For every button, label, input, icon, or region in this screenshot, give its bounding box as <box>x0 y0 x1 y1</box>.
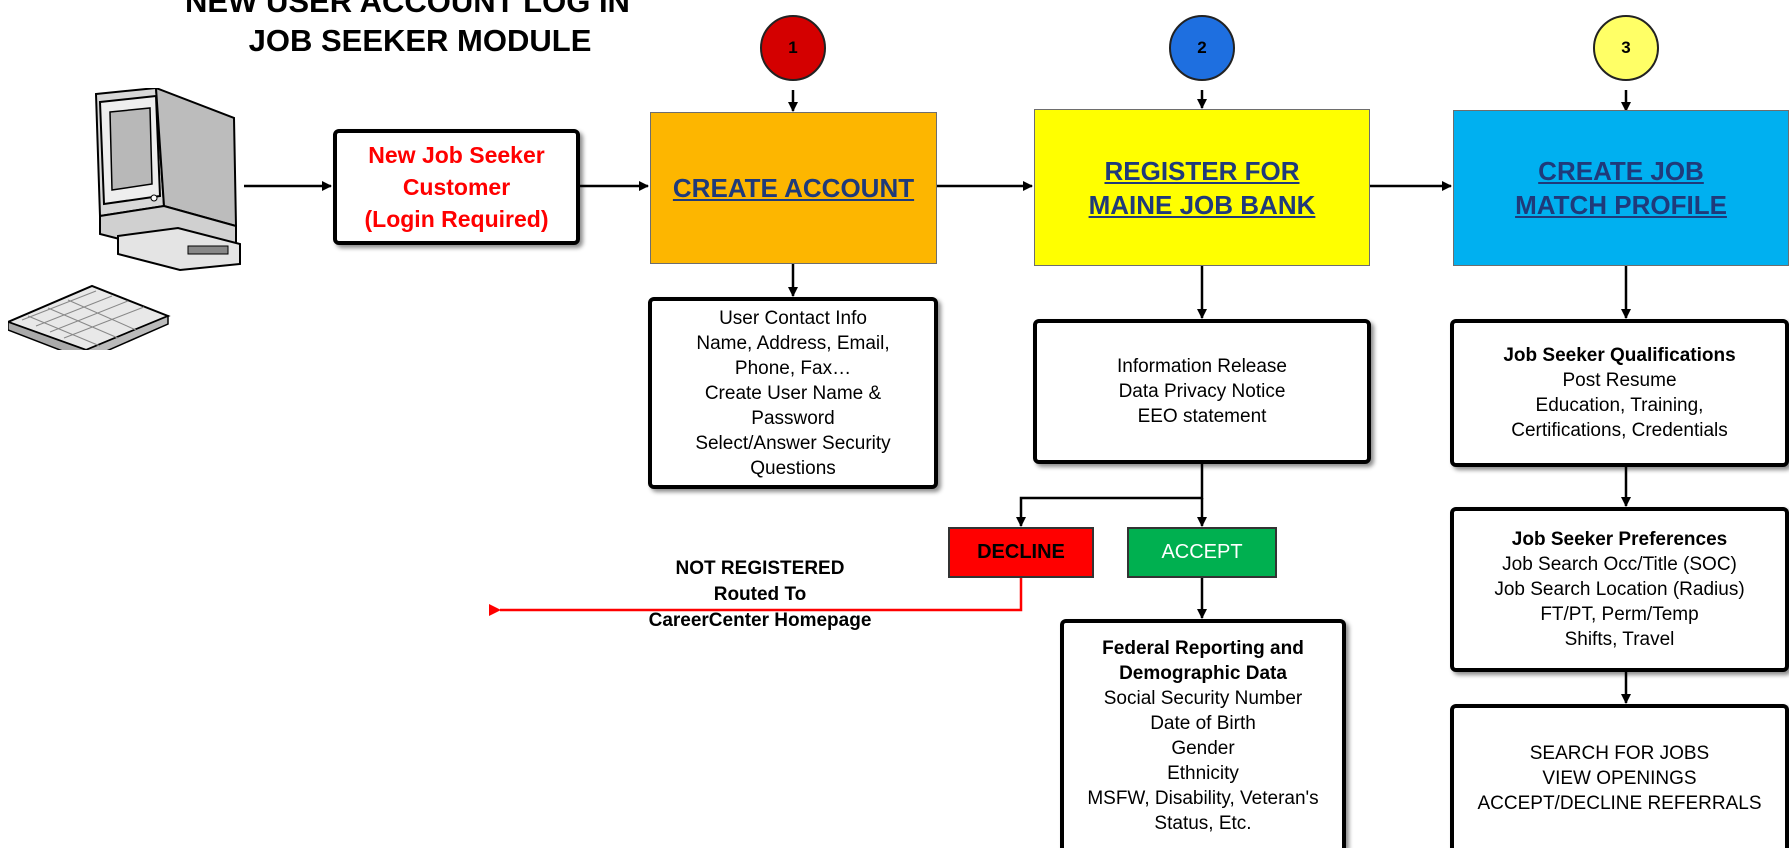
account-detail: Phone, Fax… <box>734 357 852 379</box>
preferences-item: Job Search Location (Radius) <box>1494 579 1745 600</box>
step-1-badge: 1 <box>760 15 826 81</box>
qualifications-item: Certifications, Credentials <box>1511 420 1728 441</box>
qualifications-item: Post Resume <box>1562 370 1677 391</box>
create-account-box[interactable]: CREATE ACCOUNT <box>650 112 937 264</box>
step-3-badge: 3 <box>1593 15 1659 81</box>
account-details-box: User Contact Info Name, Address, Email, … <box>648 297 938 489</box>
title-line2: JOB SEEKER MODULE <box>248 23 592 58</box>
register-link-line2[interactable]: MAINE JOB BANK <box>1088 189 1316 220</box>
match-profile-link-line1[interactable]: CREATE JOB <box>1538 156 1704 186</box>
new-customer-box: New Job Seeker Customer (Login Required) <box>333 129 580 245</box>
match-profile-link-line2[interactable]: MATCH PROFILE <box>1515 190 1727 220</box>
decline-button[interactable]: DECLINE <box>948 527 1094 578</box>
account-detail: User Contact Info <box>719 307 867 329</box>
computer-icon <box>8 88 241 350</box>
not-registered-note: NOT REGISTERED Routed To CareerCenter Ho… <box>620 555 900 635</box>
federal-item: Social Security Number <box>1103 687 1303 709</box>
qualifications-item: Education, Training, <box>1535 395 1704 416</box>
not-registered-line: Routed To <box>713 584 807 605</box>
customer-line-1: New Job Seeker <box>368 142 545 168</box>
federal-heading-line1: Federal Reporting and <box>1102 637 1304 659</box>
account-detail: Questions <box>750 457 836 479</box>
register-link-line1[interactable]: REGISTER FOR <box>1104 155 1300 186</box>
arrow-decline-route <box>489 578 1023 616</box>
step-2-badge: 2 <box>1169 15 1235 81</box>
federal-item: Date of Birth <box>1150 712 1256 734</box>
not-registered-line: NOT REGISTERED <box>675 558 845 579</box>
preferences-box: Job Seeker Preferences Job Search Occ/Ti… <box>1450 507 1789 672</box>
match-profile-box[interactable]: CREATE JOB MATCH PROFILE <box>1453 110 1789 266</box>
preferences-heading: Job Seeker Preferences <box>1511 529 1728 550</box>
register-box[interactable]: REGISTER FOR MAINE JOB BANK <box>1034 109 1370 266</box>
qualifications-heading: Job Seeker Qualifications <box>1503 345 1736 366</box>
register-details-box: Information Release Data Privacy Notice … <box>1033 319 1371 464</box>
federal-item: Ethnicity <box>1167 762 1239 784</box>
create-account-link[interactable]: CREATE ACCOUNT <box>672 173 915 203</box>
arrow-to-decline <box>1016 464 1204 527</box>
account-detail: Password <box>751 407 835 429</box>
preferences-item: FT/PT, Perm/Temp <box>1540 604 1699 625</box>
federal-item: Status, Etc. <box>1154 812 1252 834</box>
preferences-item: Shifts, Travel <box>1564 629 1675 650</box>
accept-button[interactable]: ACCEPT <box>1127 527 1277 578</box>
not-registered-line: CareerCenter Homepage <box>648 610 872 631</box>
page-title: NEW USER ACCOUNT LOG IN <box>145 0 670 21</box>
register-detail: Information Release <box>1116 356 1288 377</box>
register-detail: Data Privacy Notice <box>1118 381 1286 402</box>
qualifications-box: Job Seeker Qualifications Post Resume Ed… <box>1450 319 1789 467</box>
account-detail: Name, Address, Email, <box>696 332 890 354</box>
search-item: ACCEPT/DECLINE REFERRALS <box>1477 792 1762 814</box>
federal-item: Gender <box>1171 737 1235 759</box>
federal-heading-line2: Demographic Data <box>1119 662 1287 684</box>
page-subtitle: JOB SEEKER MODULE <box>245 22 595 60</box>
preferences-item: Job Search Occ/Title (SOC) <box>1502 554 1737 575</box>
search-jobs-box: SEARCH FOR JOBS VIEW OPENINGS ACCEPT/DEC… <box>1450 704 1789 848</box>
register-detail: EEO statement <box>1137 406 1267 427</box>
title-line1: NEW USER ACCOUNT LOG IN <box>185 0 630 19</box>
account-detail: Create User Name & <box>704 382 882 404</box>
decline-label: DECLINE <box>977 541 1065 563</box>
search-item: VIEW OPENINGS <box>1542 767 1697 789</box>
customer-line-2: Customer <box>402 174 511 200</box>
federal-item: MSFW, Disability, Veteran's <box>1087 787 1319 809</box>
account-detail: Select/Answer Security <box>695 432 891 454</box>
customer-line-3: (Login Required) <box>364 206 549 232</box>
search-item: SEARCH FOR JOBS <box>1529 742 1710 764</box>
accept-label: ACCEPT <box>1161 541 1243 563</box>
federal-reporting-box: Federal Reporting and Demographic Data S… <box>1060 619 1346 848</box>
